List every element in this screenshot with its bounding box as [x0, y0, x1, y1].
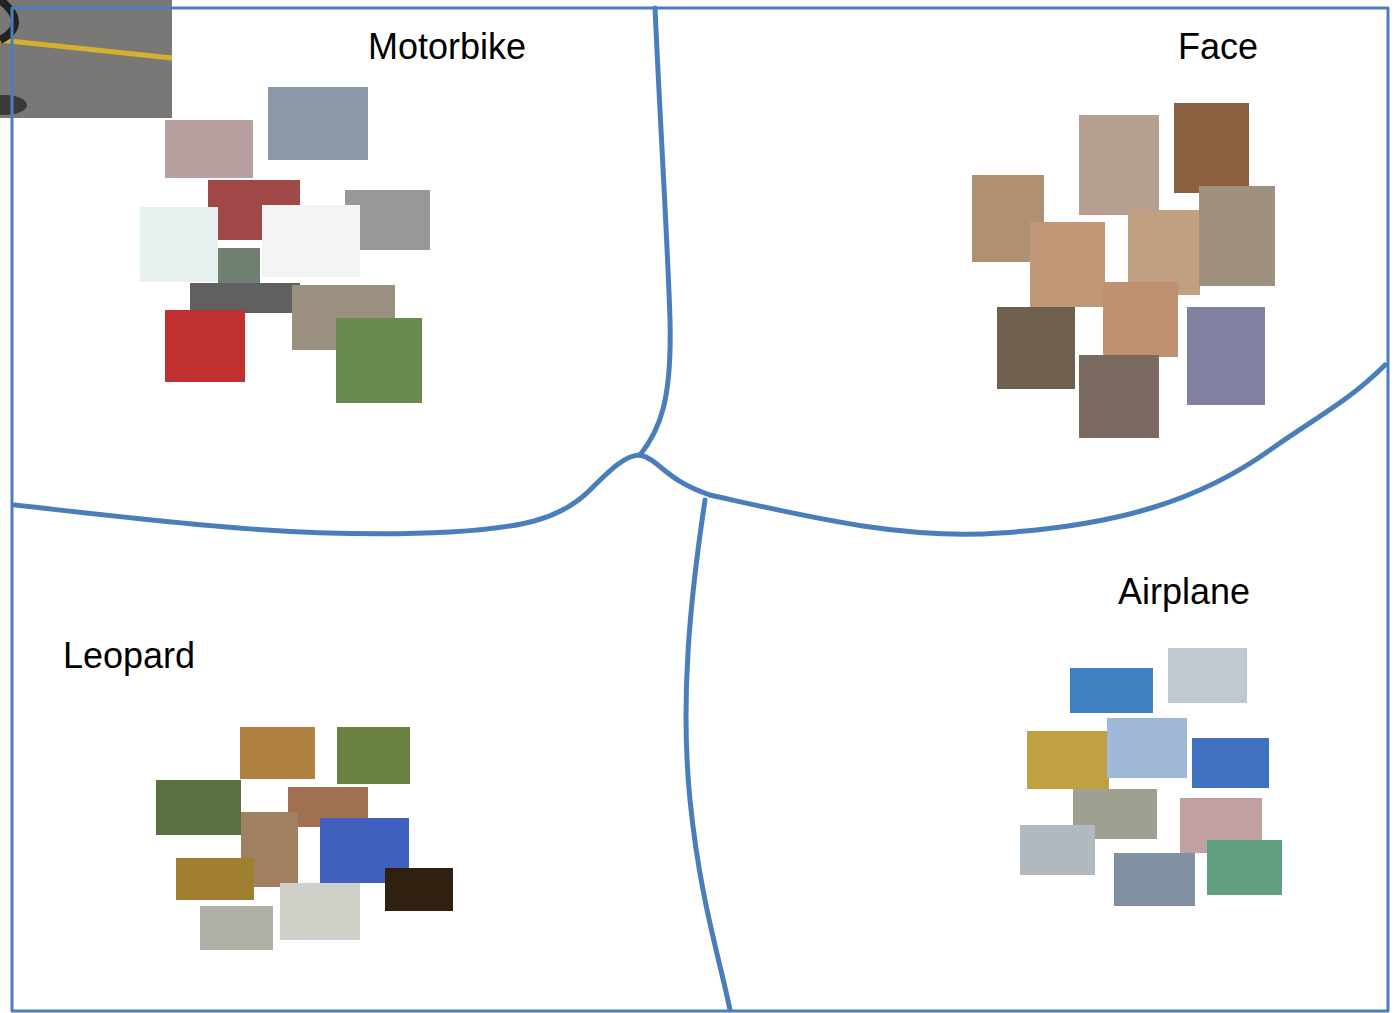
class-label: Face: [1178, 26, 1259, 67]
region-boundaries: [12, 8, 1388, 1011]
class-label: Airplane: [1118, 571, 1251, 612]
leopard-thumbnails: [156, 727, 453, 950]
class-region: Face: [1172, 22, 1265, 72]
class-region: Motorbike: [362, 22, 533, 72]
motorbike-thumbnails: [140, 87, 430, 403]
class-label: Leopard: [63, 635, 196, 676]
face-thumbnails: [972, 103, 1275, 438]
class-region: Airplane: [1112, 567, 1257, 617]
class-region: Leopard: [57, 631, 202, 681]
corner-photo: [0, 0, 172, 118]
airplane-thumbnails: [1020, 648, 1282, 906]
class-label: Motorbike: [368, 26, 527, 67]
